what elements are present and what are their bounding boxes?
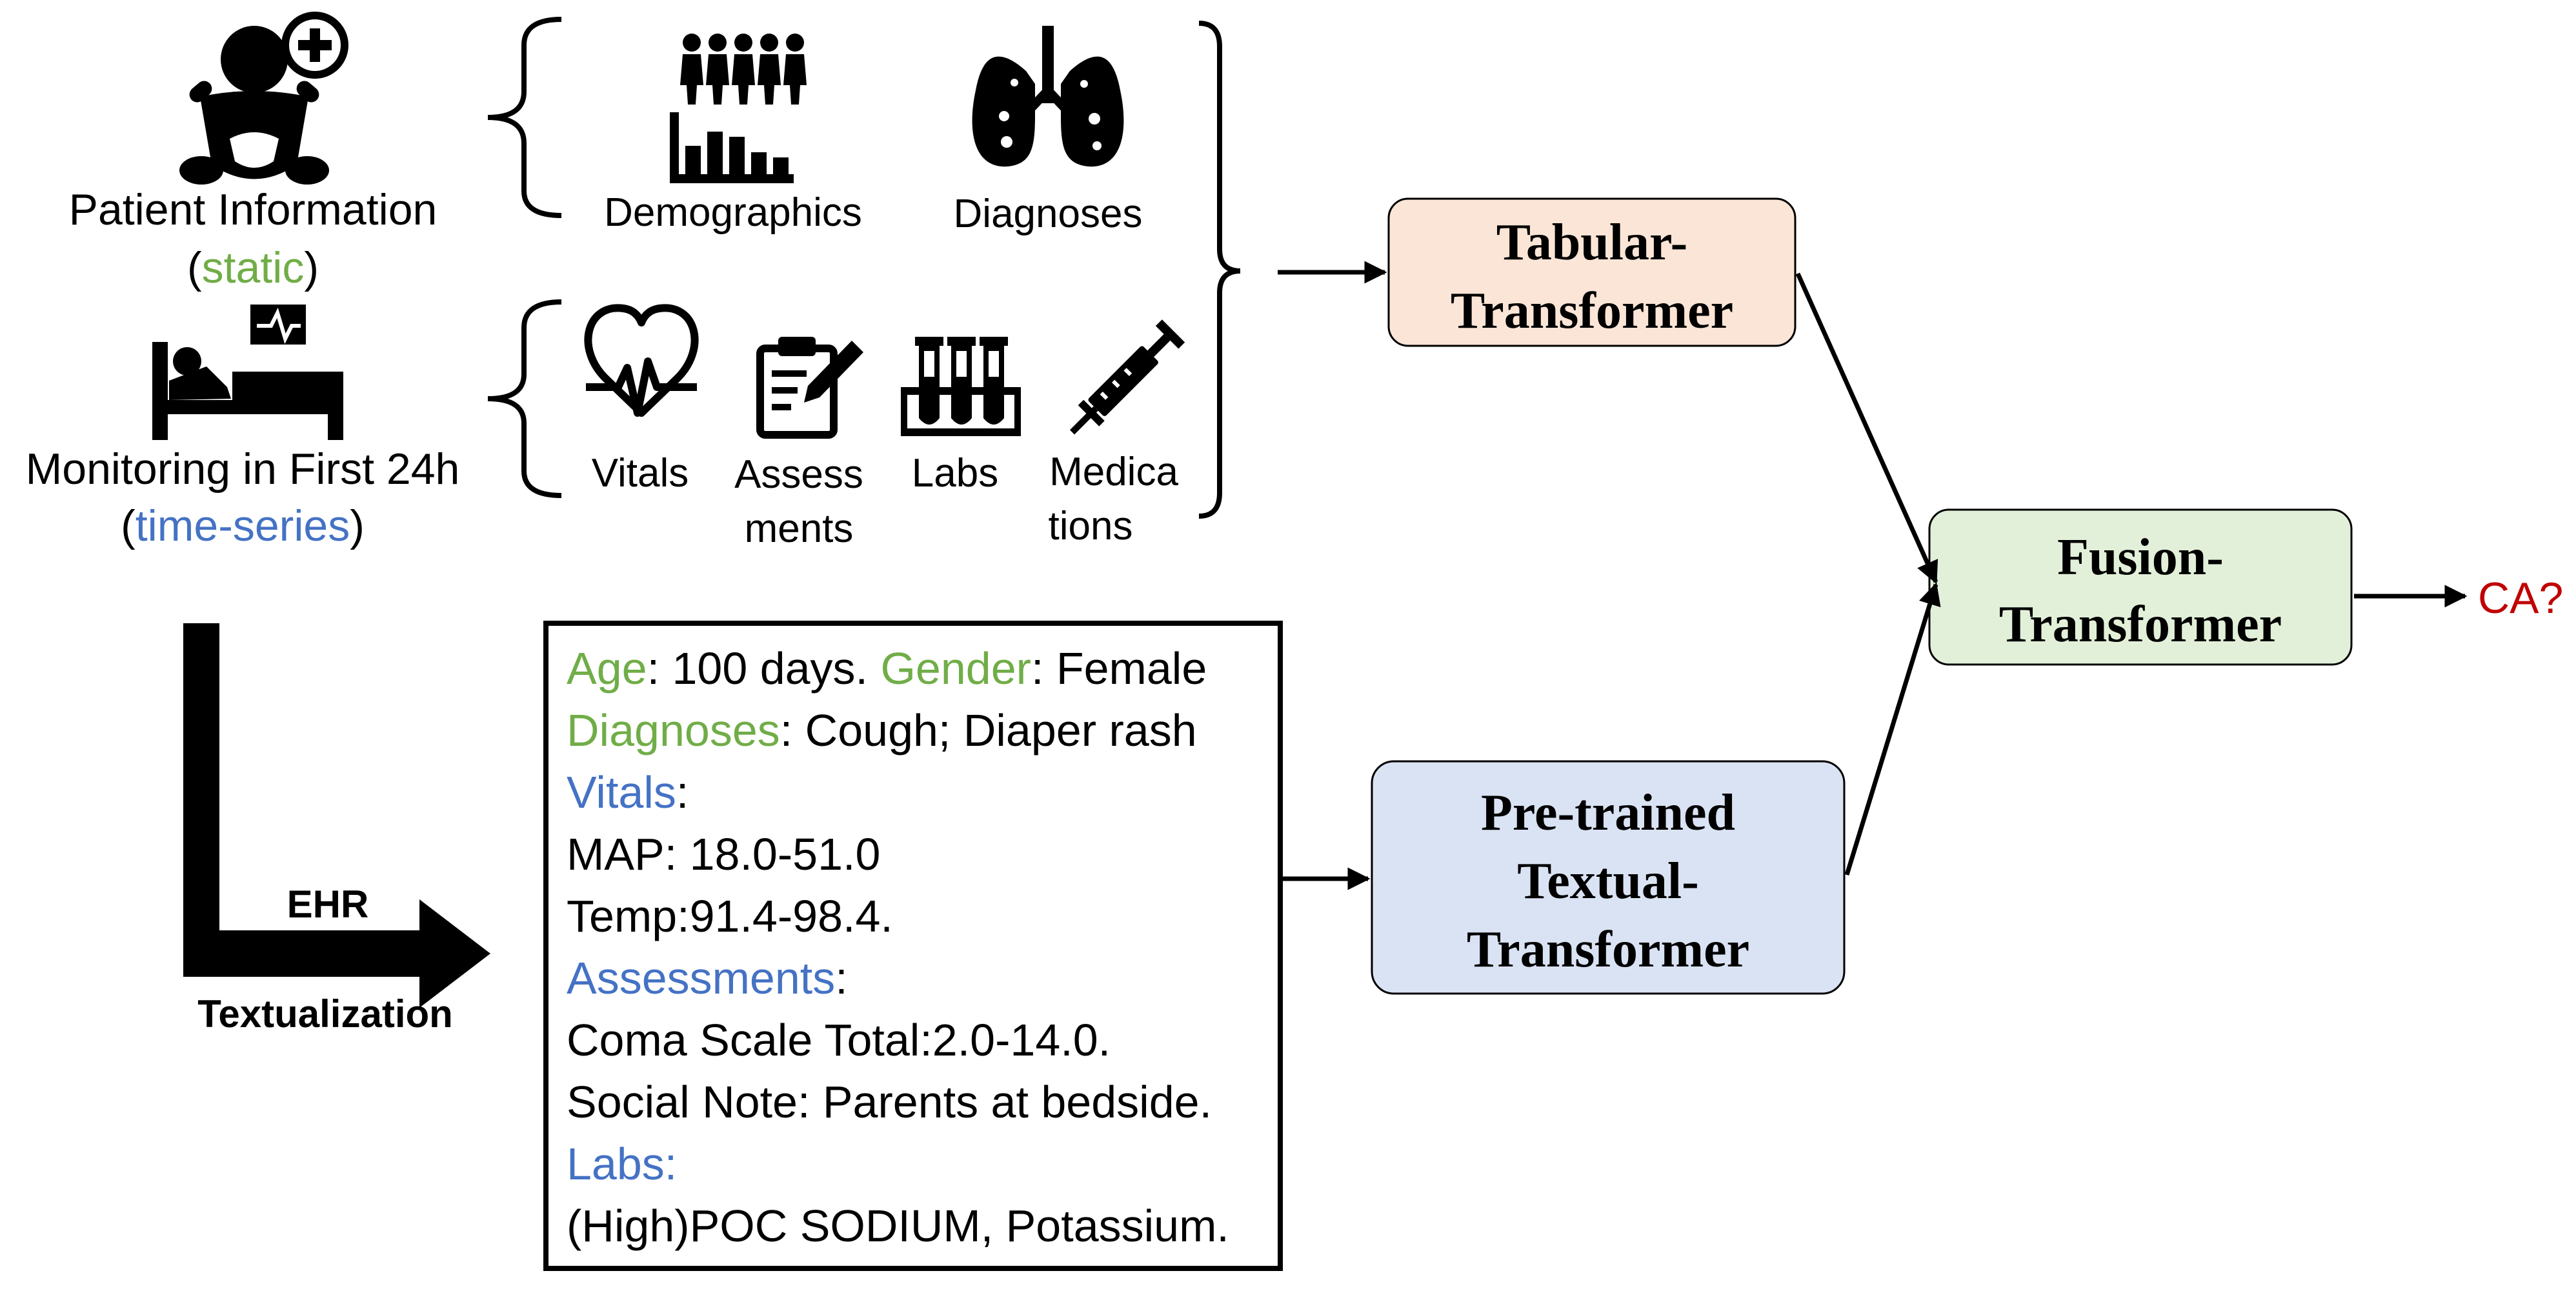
heart-pulse-icon xyxy=(584,304,699,417)
ehr-line-labs: (High)POC SODIUM, Potassium. xyxy=(567,1201,1229,1251)
textual-transformer-line1: Pre-trained xyxy=(1481,785,1735,841)
textual-transformer-line3: Transformer xyxy=(1467,921,1749,978)
tabular-transformer-line1: Tabular- xyxy=(1496,214,1687,271)
static-brace xyxy=(487,17,562,218)
ehr-line-vitals-heading: Vitals: xyxy=(567,767,689,817)
ehr-line-coma: Coma Scale Total:2.0-14.0. xyxy=(567,1015,1111,1065)
monitoring-label: Monitoring in First 24h xyxy=(26,445,460,494)
clipboard-icon xyxy=(756,337,863,439)
population-chart-icon xyxy=(670,34,807,183)
time-series-keyword: time-series xyxy=(136,501,350,550)
fusion-transformer-line2: Transformer xyxy=(1999,596,2282,653)
tabular-transformer-box xyxy=(1387,197,1796,347)
syringe-icon xyxy=(1069,319,1185,435)
textualization-arrow xyxy=(183,623,490,1008)
test-tubes-icon xyxy=(901,337,1021,436)
ehr-line-temp: Temp:91.4-98.4. xyxy=(567,891,893,941)
labs-label: Labs xyxy=(912,451,998,495)
medications-label-line1: Medica xyxy=(1049,450,1178,494)
diagnoses-label: Diagnoses xyxy=(954,192,1143,236)
demographics-label: Demographics xyxy=(604,190,862,235)
patient-info-label: Patient Information xyxy=(69,185,438,234)
timeseries-brace xyxy=(487,299,562,498)
arrow-tabular-to-fusion xyxy=(1795,272,1938,585)
ehr-line-labs-heading: Labs: xyxy=(567,1139,677,1189)
output-label: CA? xyxy=(2478,574,2563,623)
textualization-label-line1: EHR xyxy=(287,883,369,926)
assessments-label-line2: ments xyxy=(745,506,854,551)
ehr-line-age-gender: Age: 100 days. Gender: Female xyxy=(567,643,1207,694)
textual-transformer-line2: Textual- xyxy=(1517,853,1699,910)
static-keyword: static xyxy=(202,243,305,292)
features-bracket xyxy=(1198,21,1241,519)
hospital-bed-icon xyxy=(152,305,343,440)
ehr-text-box xyxy=(543,621,1283,1271)
ehr-text-content: Age: 100 days. Gender: Female Diagnoses:… xyxy=(567,643,1229,1251)
ehr-line-assessments-heading: Assessments: xyxy=(567,953,848,1003)
monitoring-type-label: (time-series) xyxy=(121,501,365,550)
textualization-label-line2: Textualization xyxy=(197,992,453,1036)
lungs-icon xyxy=(972,26,1124,167)
ehr-line-social: Social Note: Parents at bedside. xyxy=(567,1077,1212,1127)
ehr-line-map: MAP: 18.0-51.0 xyxy=(567,829,880,879)
patient-type-label: (static) xyxy=(187,243,319,292)
medications-label-line2: tions xyxy=(1049,504,1133,548)
textual-transformer-box xyxy=(1371,760,1846,995)
tabular-transformer-line2: Transformer xyxy=(1451,283,1733,339)
ehr-line-diagnoses: Diagnoses: Cough; Diaper rash xyxy=(567,705,1197,756)
fusion-transformer-line1: Fusion- xyxy=(2057,529,2224,586)
assessments-label-line1: Assess xyxy=(734,452,863,497)
baby-medical-icon xyxy=(179,12,348,185)
vitals-label: Vitals xyxy=(592,451,689,495)
arrow-textual-to-fusion xyxy=(1844,582,1941,876)
